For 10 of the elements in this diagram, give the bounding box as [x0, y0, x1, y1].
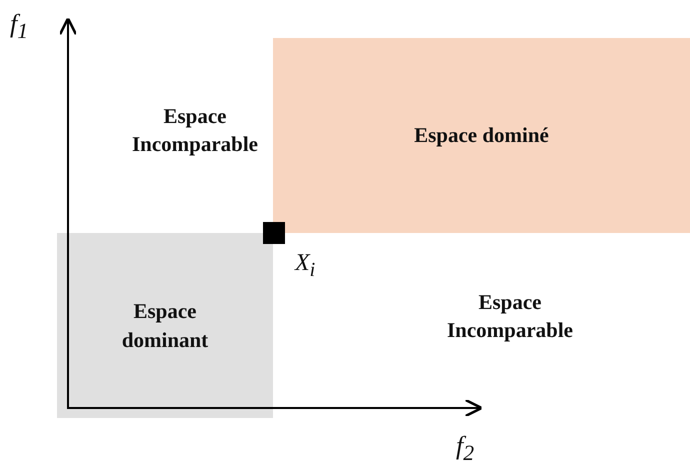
dominant-region: [57, 233, 273, 418]
axis-label: f$_{1}$: [10, 8, 30, 46]
region-label: Espace Incomparable: [446, 289, 574, 344]
region-label: Espace dominant: [120, 298, 210, 354]
dominated-region: [273, 38, 690, 233]
point-marker: [263, 222, 285, 244]
region-label: Espace dominé: [414, 122, 549, 150]
point-label: X$_{i}$: [295, 250, 316, 282]
axis-label: f$_{2}$: [456, 430, 476, 464]
region-label: Espace Incomparable: [131, 103, 259, 158]
